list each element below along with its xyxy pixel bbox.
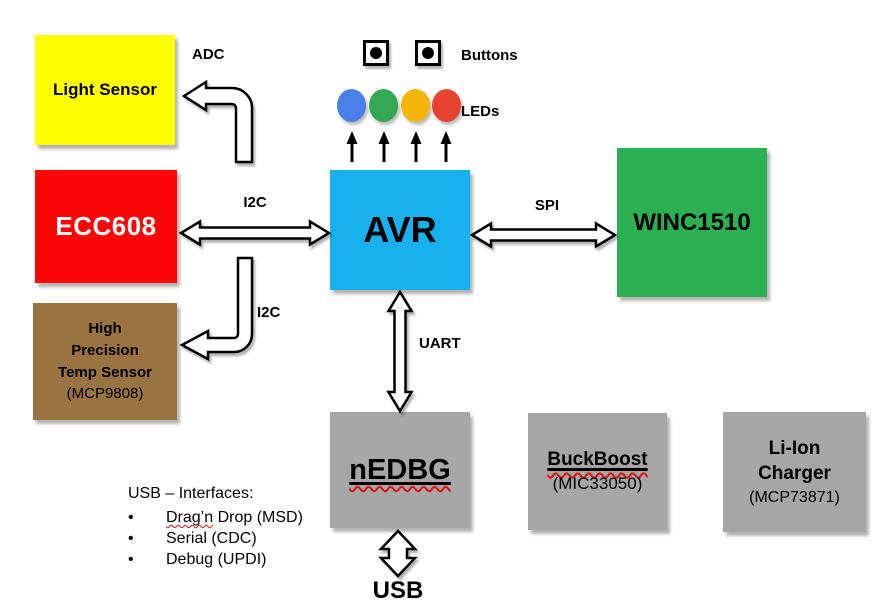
nedbg-label: nEDBG xyxy=(349,453,451,486)
led-arrow-1 xyxy=(346,131,358,162)
liion-charger-part-number: (MCP73871) xyxy=(749,488,840,506)
avr-label: AVR xyxy=(363,209,437,250)
usb-arrow xyxy=(378,529,418,578)
block-light-sensor: Light Sensor xyxy=(35,35,175,145)
winc1510-label: WINC1510 xyxy=(633,208,751,236)
button-indicator-1 xyxy=(363,40,389,66)
usb-interfaces-title: USB – Interfaces: xyxy=(128,485,254,502)
usb-interface-msd: Drag’n Drop (MSD) xyxy=(166,507,303,528)
buckboost-label: BuckBoost xyxy=(547,449,648,471)
list-item: • Drag’n Drop (MSD) xyxy=(128,507,303,528)
usb-label: USB xyxy=(372,577,424,604)
spi-arrow xyxy=(469,221,618,249)
i2c-temp-sensor-label: I2C xyxy=(257,304,281,321)
bullet-icon: • xyxy=(128,551,134,568)
led-blue xyxy=(337,89,366,122)
block-winc1510: WINC1510 xyxy=(617,148,767,297)
buckboost-underline: BuckBoost xyxy=(547,448,647,473)
button-indicator-2 xyxy=(415,40,441,66)
updi-rest: Debug (UPDI) xyxy=(166,551,267,568)
led-green xyxy=(369,89,398,122)
liion-charger-label: Li-Ion Charger xyxy=(758,437,831,485)
temp-sensor-label: High Precision Temp Sensor xyxy=(58,320,152,381)
usb-interface-cdc: Serial (CDC) xyxy=(166,528,257,549)
bullet-icon: • xyxy=(128,509,134,526)
i2c-arrow-temp-sensor xyxy=(179,256,254,362)
led-arrow-4 xyxy=(440,131,452,162)
led-arrow-3 xyxy=(410,131,422,162)
bullet-icon: • xyxy=(128,530,134,547)
block-liion-charger: Li-Ion Charger (MCP73871) xyxy=(723,412,866,532)
i2c-arrow-ecc608 xyxy=(178,219,332,247)
led-amber xyxy=(401,89,430,122)
nedbg-underline: nEDBG xyxy=(349,454,451,487)
spi-label: SPI xyxy=(534,197,560,214)
button-dot-icon xyxy=(422,47,434,59)
i2c-ecc608-label: I2C xyxy=(243,194,267,211)
adc-arrow xyxy=(181,79,254,164)
msd-rest: Drop (MSD) xyxy=(213,509,303,526)
light-sensor-label: Light Sensor xyxy=(53,80,157,99)
buttons-label: Buttons xyxy=(461,47,518,64)
block-buckboost: BuckBoost (MIC33050) xyxy=(528,413,667,530)
temp-sensor-part-number: (MCP9808) xyxy=(66,385,144,403)
buckboost-part-number: (MIC33050) xyxy=(552,473,643,493)
block-temp-sensor: High Precision Temp Sensor (MCP9808) xyxy=(33,303,177,420)
usb-interface-updi: Debug (UPDI) xyxy=(166,549,266,570)
block-nedbg: nEDBG xyxy=(330,412,470,528)
uart-label: UART xyxy=(419,335,461,352)
button-dot-icon xyxy=(370,47,382,59)
led-red xyxy=(432,89,461,122)
list-item: • Serial (CDC) xyxy=(128,528,303,549)
ecc608-label: ECC608 xyxy=(55,211,157,241)
block-ecc608: ECC608 xyxy=(35,170,177,283)
usb-interfaces-list: USB – Interfaces: • Drag’n Drop (MSD) • … xyxy=(128,485,303,570)
block-avr: AVR xyxy=(330,170,470,290)
list-item: • Debug (UPDI) xyxy=(128,549,303,570)
leds-label: LEDs xyxy=(461,103,500,120)
msd-flagged-word: Drag’n xyxy=(166,509,214,526)
cdc-rest: Serial (CDC) xyxy=(166,530,257,547)
led-arrow-2 xyxy=(378,131,390,162)
adc-label: ADC xyxy=(192,46,225,63)
uart-arrow xyxy=(386,289,414,414)
